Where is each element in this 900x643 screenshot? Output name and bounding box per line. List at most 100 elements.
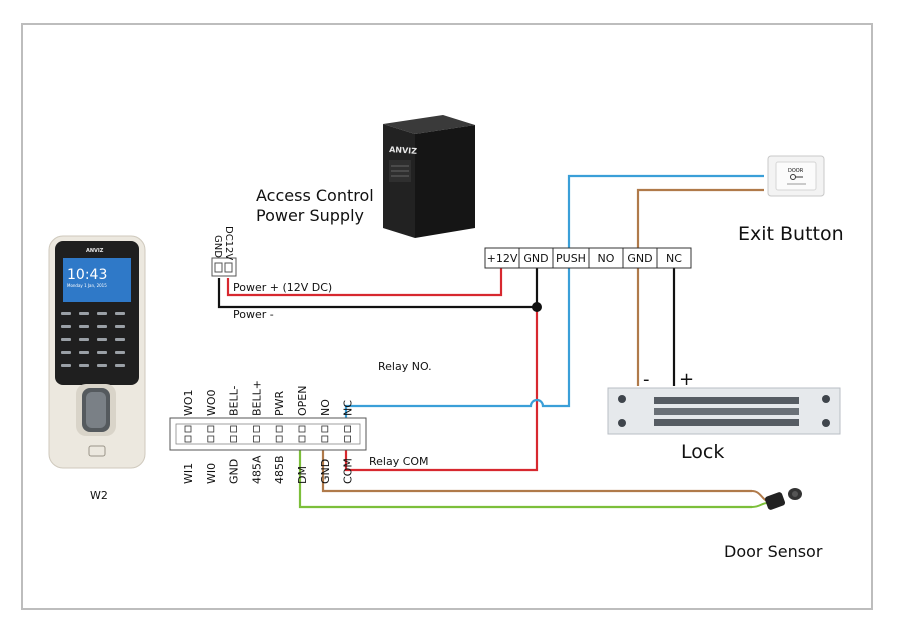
diagram-frame — [21, 23, 873, 610]
terminal-screw-top — [184, 425, 192, 433]
relay-no-label: Relay NO. — [378, 360, 432, 373]
keypad-key — [61, 364, 71, 367]
door-sensor-signal-wire — [298, 446, 752, 509]
terminal-screw-top — [275, 425, 283, 433]
keypad-key — [61, 351, 71, 354]
power-supply-label-line1: Access Control — [256, 186, 374, 205]
exit-button-label: Exit Button — [738, 223, 844, 245]
door-sensor-icon — [751, 488, 802, 510]
dc-connector-dc12v-label: DC12V — [223, 226, 234, 260]
keypad-key — [115, 312, 125, 315]
terminal-screw-bottom — [321, 435, 329, 443]
terminal-bottom-label: COM — [342, 458, 355, 484]
power-plus-wire — [226, 267, 503, 297]
keypad-key — [61, 338, 71, 341]
terminal-top-label: WO0 — [205, 389, 218, 416]
terminal-screw-top — [344, 425, 352, 433]
keypad-key — [97, 338, 107, 341]
terminal-screw-bottom — [184, 435, 192, 443]
terminal-bottom-label: GND — [228, 459, 241, 484]
keypad-key — [115, 325, 125, 328]
psu-terminal-label: PUSH — [556, 252, 586, 265]
exit-button-push-wire — [567, 174, 764, 248]
device-screen-time: 10:43 — [67, 267, 107, 283]
power-supply-box-icon: ANVIZ — [383, 115, 475, 238]
power-supply-terminal-strip: +12V GND PUSH NO GND NC — [484, 247, 692, 269]
keypad-key — [115, 338, 125, 341]
dc-connector: DC12V GND — [211, 226, 237, 277]
keypad-key — [97, 351, 107, 354]
terminal-screw-top — [321, 425, 329, 433]
terminal-bottom-label: GND — [319, 459, 332, 484]
keypad-key — [79, 364, 89, 367]
psu-terminal-label: +12V — [487, 252, 518, 265]
terminal-block: WO1 WO0 BELL- BELL+ PWR OPEN NO NC WI1 WI0 GND 485A… — [182, 380, 355, 484]
psu-terminal-label: GND — [523, 252, 548, 265]
terminal-screw-bottom — [298, 435, 306, 443]
keypad-key — [79, 351, 89, 354]
wires — [217, 174, 764, 509]
dc-connector-gnd-label: GND — [212, 235, 223, 258]
terminal-bottom-label: 485B — [273, 455, 286, 484]
lock-plus-label: + — [679, 369, 694, 390]
terminal-bottom-label: WI0 — [205, 463, 218, 484]
keypad-key — [61, 325, 71, 328]
relay-no-wire — [344, 267, 571, 426]
device-keypad — [61, 312, 125, 367]
keypad-key — [115, 364, 125, 367]
terminal-top-label: PWR — [273, 390, 286, 416]
relay-com-label: Relay COM — [369, 455, 429, 468]
exit-button-gnd-wire — [636, 188, 764, 267]
keypad-key — [115, 351, 125, 354]
terminal-top-label: OPEN — [296, 386, 309, 416]
terminal-top-label: WO1 — [182, 389, 195, 416]
terminal-block-inner — [175, 423, 361, 445]
terminal-screw-bottom — [252, 435, 260, 443]
terminal-bottom-label: DM — [296, 466, 309, 484]
terminal-top-label: BELL+ — [250, 380, 263, 416]
terminal-screw-bottom — [207, 435, 215, 443]
terminal-bottom-label: WI1 — [182, 463, 195, 484]
door-sensor-label: Door Sensor — [724, 542, 823, 561]
terminal-top-label: NO — [319, 399, 332, 416]
keypad-key — [97, 364, 107, 367]
psu-terminal-label: NC — [666, 252, 682, 265]
magnetic-lock-icon — [607, 387, 841, 435]
exit-button-face-text: DOOR — [788, 168, 804, 174]
keypad-key — [79, 325, 89, 328]
terminal-screw-top — [207, 425, 215, 433]
power-minus-wire — [217, 267, 539, 309]
psu-terminal-cell — [656, 247, 692, 269]
lock-minus-label: - — [643, 369, 650, 390]
relay-com-wire — [344, 307, 539, 472]
keypad-key — [97, 325, 107, 328]
keypad-key — [97, 312, 107, 315]
device-screen-date: Monday 1 Jan, 2015 — [67, 283, 107, 288]
terminal-screw-top — [252, 425, 260, 433]
terminal-screw-bottom — [230, 435, 238, 443]
terminal-top-label: BELL- — [228, 385, 241, 416]
fingerprint-terminal-icon: ANVIZ 10:43 Monday 1 Jan, 2015 — [48, 235, 146, 469]
door-exit-button-icon: DOOR — [767, 155, 825, 197]
psu-terminal-label: GND — [627, 252, 652, 265]
terminal-screw-bottom — [344, 435, 352, 443]
power-supply-brand: ANVIZ — [389, 145, 418, 156]
terminal-screw-top — [298, 425, 306, 433]
door-sensor-gnd-wire — [321, 446, 752, 493]
psu-terminal-label: NO — [598, 252, 615, 265]
keypad-key — [79, 338, 89, 341]
keypad-key — [61, 312, 71, 315]
terminal-bottom-label: 485A — [250, 455, 263, 484]
terminal-top-label: NC — [342, 400, 355, 416]
power-plus-label: Power + (12V DC) — [233, 281, 332, 294]
device-brand: ANVIZ — [86, 248, 104, 254]
junction-dot — [532, 302, 542, 312]
keypad-key — [79, 312, 89, 315]
power-minus-label: Power - — [233, 308, 274, 321]
lock-label: Lock — [681, 441, 724, 463]
power-supply-label-line2: Power Supply — [256, 206, 364, 225]
device-label: W2 — [90, 489, 108, 502]
terminal-screw-bottom — [275, 435, 283, 443]
terminal-screw-top — [230, 425, 238, 433]
